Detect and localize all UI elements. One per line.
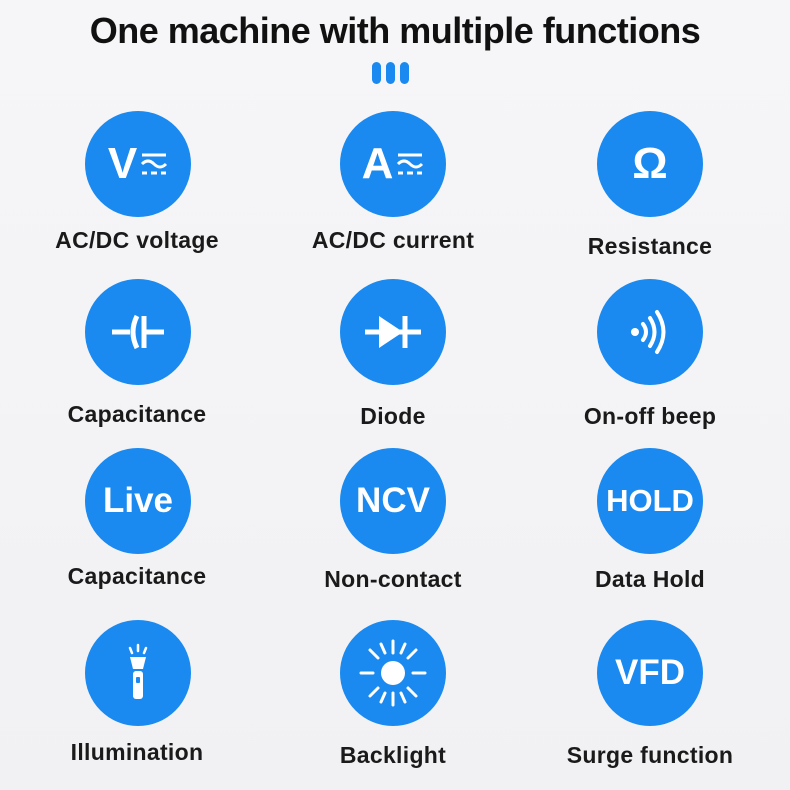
divider-dot (372, 62, 381, 84)
function-label-capacitance: Capacitance (67, 401, 207, 427)
function-label-resistance: Resistance (587, 233, 713, 259)
ac-dc-symbol-icon (397, 153, 424, 175)
capacitor-icon (85, 279, 191, 385)
live-icon: Live (85, 448, 191, 554)
section-divider-dots (372, 62, 409, 84)
beep-symbol-icon (631, 310, 666, 354)
function-label-surge: Surge function (566, 742, 734, 768)
function-label-live: Capacitance (67, 563, 207, 589)
divider-dot (400, 62, 409, 84)
function-label-illumination: Illumination (70, 739, 204, 765)
ac-dc-symbol-icon (141, 153, 168, 175)
function-label-backlight: Backlight (339, 742, 447, 768)
backlight-symbol-icon (359, 639, 427, 707)
page-title: One machine with multiple functions (89, 10, 701, 51)
function-label-hold: Data Hold (594, 566, 706, 592)
function-label-beep: On-off beep (583, 403, 717, 429)
function-label-current: AC/DC current (311, 227, 475, 253)
diode-symbol-icon (365, 316, 421, 348)
voltage-ac-dc-icon: V (85, 111, 191, 217)
flashlight-icon (85, 620, 191, 726)
current-ac-dc-icon: A (340, 111, 446, 217)
flashlight-symbol-icon (128, 643, 148, 699)
diode-icon (340, 279, 446, 385)
divider-dot (386, 62, 395, 84)
capacitor-symbol-icon (112, 314, 164, 350)
function-label-ncv: Non-contact (324, 566, 462, 592)
omega-icon: Ω (597, 111, 703, 217)
function-label-voltage: AC/DC voltage (55, 227, 219, 253)
hold-icon: HOLD (597, 448, 703, 554)
ncv-icon: NCV (340, 448, 446, 554)
function-label-diode: Diode (360, 403, 426, 429)
sun-icon (340, 620, 446, 726)
sound-wave-icon (597, 279, 703, 385)
vfd-icon: VFD (597, 620, 703, 726)
